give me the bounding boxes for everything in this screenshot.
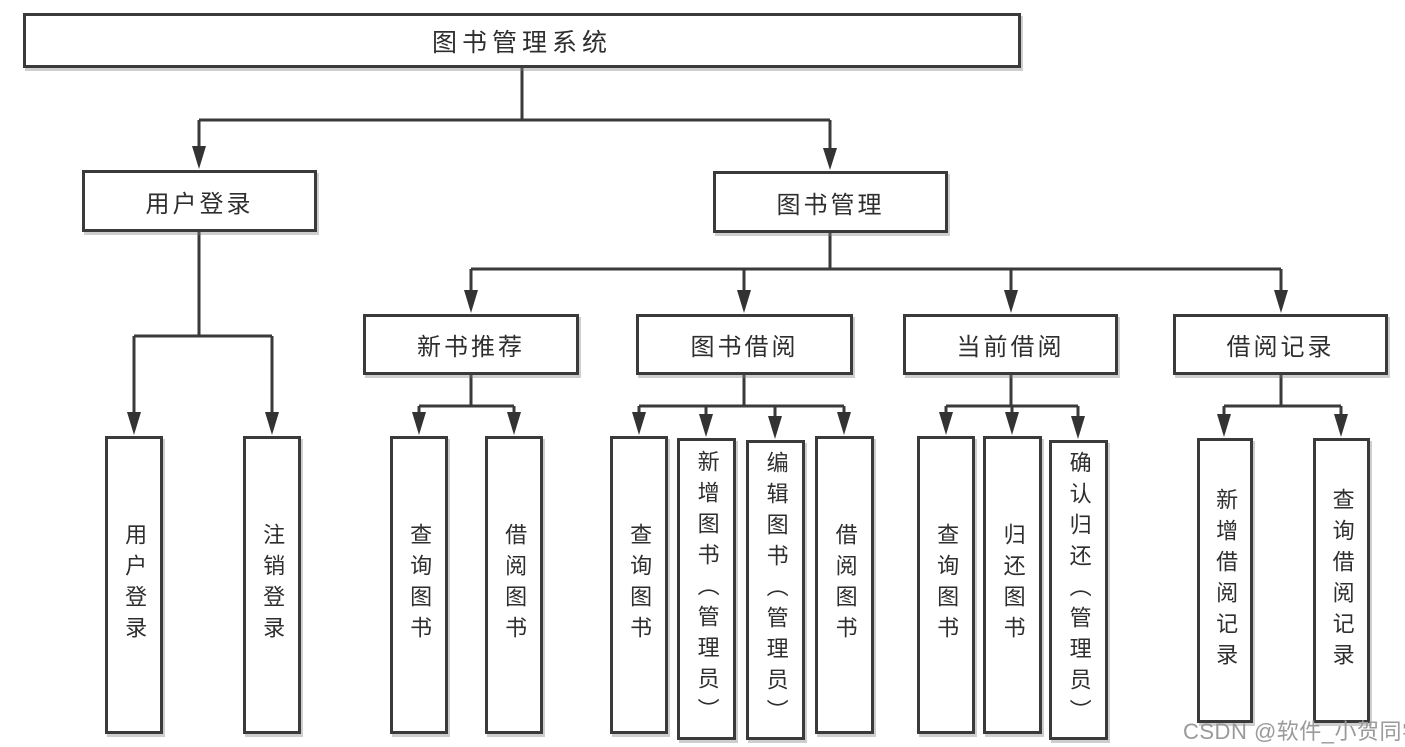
node-cb-confirm-return-admin: 确认归还（管理员） xyxy=(1049,440,1108,740)
node-leaf-user-login: 用户登录 xyxy=(105,436,163,734)
node-current-borrow: 当前借阅 xyxy=(903,314,1118,375)
node-bb-edit-book-admin: 编辑图书（管理员） xyxy=(746,440,805,740)
node-root: 图书管理系统 xyxy=(23,13,1021,68)
node-book-mgmt: 图书管理 xyxy=(713,171,948,233)
node-book-borrow: 图书借阅 xyxy=(636,314,853,375)
node-br-add-record: 新增借阅记录 xyxy=(1197,438,1253,723)
node-user-login: 用户登录 xyxy=(82,170,317,232)
node-br-query-record: 查询借阅记录 xyxy=(1313,438,1370,723)
node-leaf-logout: 注销登录 xyxy=(243,436,301,734)
node-new-book-rec: 新书推荐 xyxy=(363,314,579,375)
node-nb-borrow-book: 借阅图书 xyxy=(485,436,543,734)
node-borrow-record: 借阅记录 xyxy=(1173,314,1388,375)
node-cb-query-book: 查询图书 xyxy=(917,436,975,734)
node-bb-query-book: 查询图书 xyxy=(610,436,668,734)
node-bb-add-book-admin: 新增图书（管理员） xyxy=(677,438,736,740)
node-bb-borrow-book: 借阅图书 xyxy=(815,436,874,734)
node-cb-return-book: 归还图书 xyxy=(983,436,1042,734)
node-nb-query-book: 查询图书 xyxy=(390,436,448,734)
watermark: CSDN @软件_小贺同学 xyxy=(1183,719,1405,744)
